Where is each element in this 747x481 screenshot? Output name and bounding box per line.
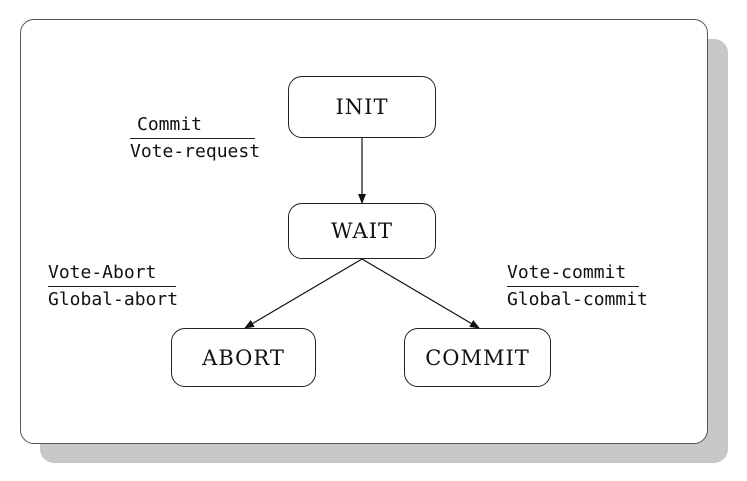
state-abort: ABORT [171, 328, 316, 387]
label-event: Vote-commit [507, 262, 639, 287]
arrow-wait-to-abort [244, 258, 363, 329]
arrow-wait-to-commit [361, 258, 480, 329]
state-commit: COMMIT [404, 328, 551, 387]
state-wait: WAIT [288, 203, 436, 259]
label-action: Global-abort [48, 289, 179, 310]
label-action: Vote-request [130, 141, 261, 162]
label-wait-to-commit: Vote-commit Global-commit [507, 262, 648, 311]
label-event: Commit [130, 114, 255, 139]
label-wait-to-abort: Vote-Abort Global-abort [48, 262, 178, 311]
state-init: INIT [288, 76, 436, 138]
label-event: Vote-Abort [48, 262, 176, 287]
label-action: Global-commit [507, 289, 648, 310]
label-init-to-wait: Commit Vote-request [130, 114, 260, 163]
